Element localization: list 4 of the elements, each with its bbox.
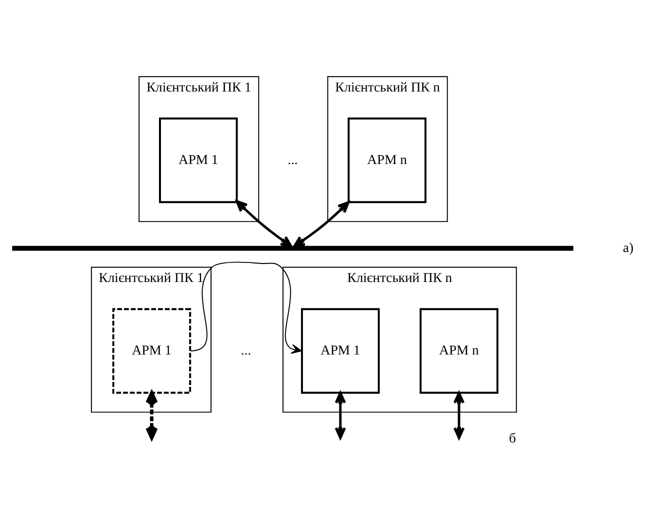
label: б bbox=[509, 430, 516, 446]
label: ... bbox=[288, 151, 298, 166]
label: а) bbox=[622, 239, 634, 254]
label: ... bbox=[240, 342, 252, 358]
